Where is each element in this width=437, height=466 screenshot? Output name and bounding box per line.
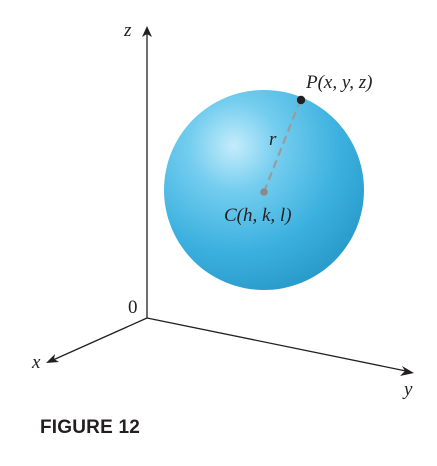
y-axis-label: y [402,379,413,400]
x-axis-label: x [31,352,41,373]
radius-line [262,100,302,193]
point-p [296,95,306,105]
origin-label: 0 [128,297,138,318]
center-point [260,188,268,196]
point-p-label: P(x, y, z) [305,72,372,93]
z-axis-arrowhead [142,26,152,37]
radius-label: r [269,129,277,150]
figure-caption: FIGURE 12 [40,417,140,438]
center-label: C(h, k, l) [224,205,292,226]
x-axis-arrowhead [46,354,59,363]
x-axis [52,317,148,361]
y-axis-arrowhead [400,366,414,376]
z-axis-label: z [123,20,132,41]
y-axis [146,317,407,372]
